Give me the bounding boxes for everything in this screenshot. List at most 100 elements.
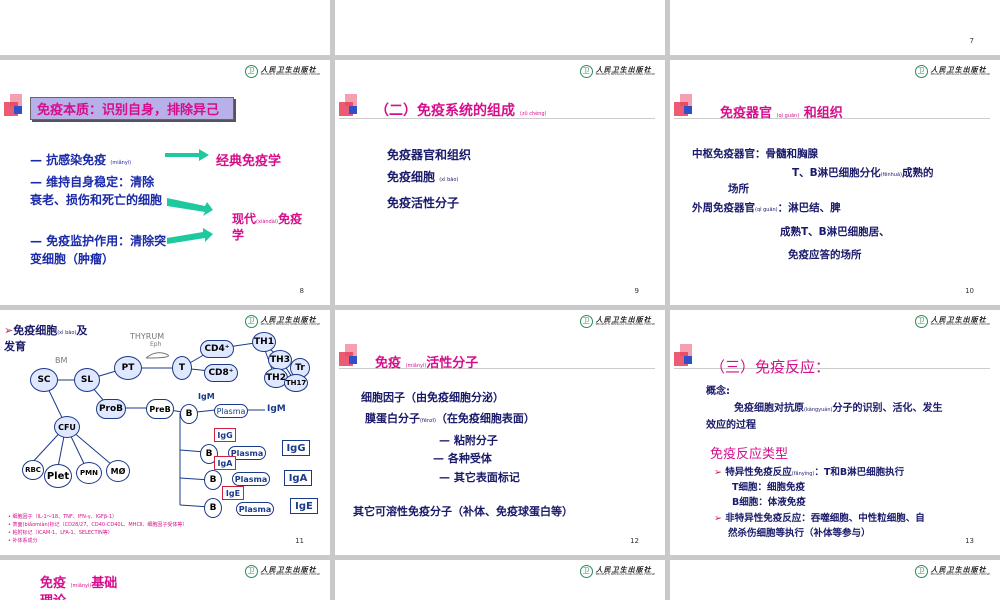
node-rbc: RBC — [22, 460, 44, 480]
igg-label: IgG — [214, 428, 236, 442]
ige-output: IgE — [290, 498, 318, 514]
igm-output: IgM — [267, 404, 286, 414]
bullet-3: — 免疫监护作用：清除突 — [30, 234, 167, 248]
bullet-1: — 抗感染免疫 (miǎnyì) — [30, 153, 132, 167]
logo-mark-icon: 卫 — [914, 64, 928, 78]
text-line: B细胞：体液免疫 — [732, 497, 806, 508]
logo-mark-icon: 卫 — [914, 314, 928, 328]
logo-subtext: PEOPLE'S MEDICAL PUBLISHING HOUSE — [930, 72, 990, 76]
slide-title: （三）免疫反应： — [710, 358, 831, 376]
note: • 粘附标记（ICAM-1、LFA-1、SELECTIN等） — [8, 530, 113, 536]
logo-text: 人民卫生出版社 — [260, 65, 317, 74]
divider — [339, 118, 655, 119]
logo-mark-icon: 卫 — [579, 564, 593, 578]
page-number: 7 — [969, 37, 974, 45]
plasma-cell: Plasma — [228, 446, 266, 460]
node-cfu: CFU — [54, 416, 80, 438]
text-line: 场所 — [728, 183, 749, 195]
logo-text: 人民卫生出版社 — [930, 65, 987, 74]
slide-title: 免疫本质：识别自身，排除异己 — [30, 97, 235, 120]
slide-title: ➢免疫细胞(xì bāo)及 — [4, 324, 88, 337]
eph-label: Eph — [150, 341, 162, 348]
text-line: 然杀伤细胞等执行（补体等参与） — [728, 528, 871, 539]
decoration-squares — [674, 344, 696, 366]
text-line: 免疫细胞对抗原(kàngyuán)分子的识别、活化、发生 — [734, 403, 943, 414]
slide-title-2: 发育 — [4, 340, 26, 353]
node-th17: TH17 — [284, 374, 308, 392]
logo-text: 人民卫生出版社 — [595, 315, 652, 324]
thymus-label: THYRUM — [130, 332, 165, 341]
slide-title-2: 理论 — [40, 590, 66, 600]
text-line: 中枢免疫器官：骨髓和胸腺 — [692, 148, 818, 160]
logo-subtext: PEOPLE'S MEDICAL PUBLISHING HOUSE — [930, 322, 990, 326]
arrows-icon — [165, 149, 213, 244]
logo-mark-icon: 卫 — [244, 314, 258, 328]
decoration-squares — [674, 94, 696, 116]
logo-text: 人民卫生出版社 — [595, 565, 652, 574]
page-number: 9 — [634, 287, 639, 295]
slide-6b[interactable] — [335, 0, 665, 55]
node-th3: TH3 — [268, 350, 292, 370]
logo-subtext: PEOPLE'S MEDICAL PUBLISHING HOUSE — [260, 572, 320, 576]
text-line: — 其它表面标记 — [439, 471, 520, 484]
igm-label: IgM — [198, 392, 215, 401]
text-line: 其它可溶性免疫分子（补体、免疫球蛋白等） — [353, 505, 573, 518]
bullet: ➢ 特异性免疫反应(fǎnyìng)：T和B淋巴细胞执行 — [714, 467, 905, 478]
page-number: 13 — [965, 537, 974, 545]
logo-mark-icon: 卫 — [579, 314, 593, 328]
logo-text: 人民卫生出版社 — [260, 565, 317, 574]
page-number: 12 — [630, 537, 639, 545]
list-item: 免疫器官和组织 — [387, 148, 472, 162]
text-line: — 各种受体 — [433, 452, 492, 465]
logo-subtext: PEOPLE'S MEDICAL PUBLISHING HOUSE — [595, 322, 655, 326]
node-b4: B — [204, 498, 222, 518]
logo-text: 人民卫生出版社 — [595, 65, 652, 74]
slide-title: 免疫器官 (qì guān) 和组织 — [720, 106, 843, 121]
logo-text: 人民卫生出版社 — [260, 315, 317, 324]
node-t: T — [172, 356, 192, 380]
slide-7[interactable]: 7 — [670, 0, 1000, 55]
text-line: — 粘附分子 — [439, 434, 498, 447]
text-line: 细胞因子（由免疫细胞分泌） — [361, 391, 504, 404]
note: • 补体系成分 — [8, 538, 38, 544]
modern-immunology-label: 现代(xiàndài)免疫 — [232, 212, 303, 226]
bullet-2: — 维持自身稳定：清除 — [30, 175, 155, 189]
text-line: T细胞：细胞免疫 — [732, 482, 805, 493]
classical-immunology-label: 经典免疫学 — [216, 154, 282, 169]
text-line: 膜蛋白分子(fēnzǐ)（在免疫细胞表面） — [365, 412, 535, 425]
bullet-3b: 变细胞（肿瘤） — [30, 252, 115, 266]
modern-immunology-label-2: 学 — [232, 228, 245, 242]
node-preb: PreB — [146, 399, 174, 419]
logo-subtext: PEOPLE'S MEDICAL PUBLISHING HOUSE — [260, 322, 320, 326]
slide-title: 免疫 (miǎnyì)活性分子 — [375, 356, 479, 371]
node-pmn: PMN — [76, 462, 102, 484]
text-line: 成熟T、B淋巴细胞居、 — [780, 226, 890, 238]
node-cd4: CD4⁺ — [200, 340, 234, 358]
bullet: ➢ 非特异性免疫反应：吞噬细胞、中性粒细胞、自 — [714, 513, 925, 524]
logo-mark-icon: 卫 — [244, 564, 258, 578]
slide-6[interactable] — [0, 0, 330, 55]
node-sc: SC — [30, 368, 58, 392]
text-line: 概念: — [706, 386, 730, 397]
igg-output: IgG — [282, 440, 310, 456]
ige-label: IgE — [222, 486, 244, 500]
section-heading: 免疫反应类型 — [710, 447, 789, 462]
divider — [674, 118, 990, 119]
logo-mark-icon: 卫 — [914, 564, 928, 578]
list-item: 免疫活性分子 — [387, 196, 460, 210]
